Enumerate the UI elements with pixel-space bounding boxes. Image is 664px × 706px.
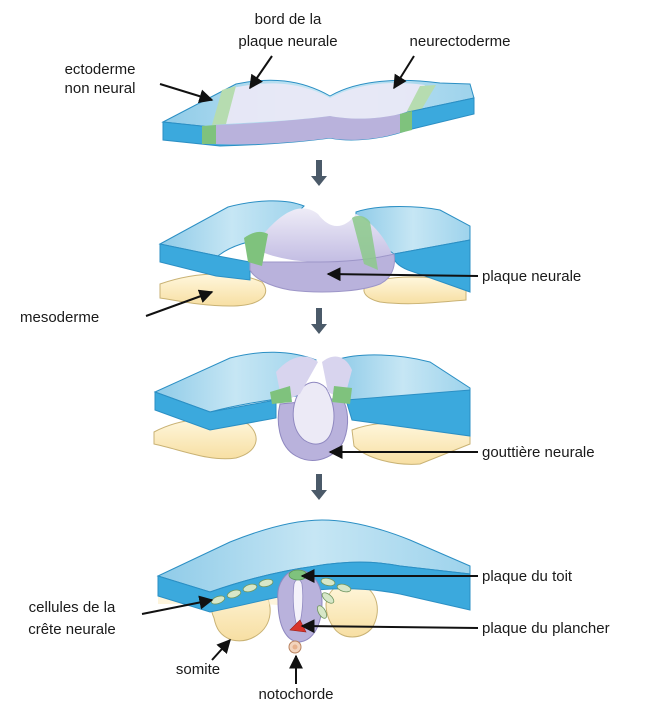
down-arrow-3 bbox=[311, 474, 327, 500]
stage4-somite-right bbox=[326, 582, 377, 637]
arrow-plancher bbox=[302, 626, 478, 628]
label-gouttiere: gouttière neurale bbox=[482, 444, 595, 461]
stage-1-neural-plate bbox=[163, 80, 474, 146]
stage3-border-right bbox=[332, 386, 352, 404]
stage-4-neural-tube bbox=[158, 520, 470, 653]
stage-3-neural-groove bbox=[154, 352, 470, 464]
label-notochorde: notochorde bbox=[258, 686, 333, 703]
label-crete-line1: cellules de la bbox=[29, 599, 116, 616]
label-ectoderm-line2: non neural bbox=[65, 80, 136, 97]
label-somite: somite bbox=[176, 661, 220, 678]
label-plaque-plancher: plaque du plancher bbox=[482, 620, 610, 637]
stage-2-neural-plate bbox=[160, 201, 470, 306]
label-border-line1: bord de la bbox=[255, 11, 322, 28]
down-arrow-1 bbox=[311, 160, 327, 186]
label-mesoderme: mesoderme bbox=[20, 309, 99, 326]
down-arrow-2 bbox=[311, 308, 327, 334]
label-border-line2: plaque neurale bbox=[238, 33, 337, 50]
stage4-notochord-core bbox=[293, 645, 298, 650]
arrow-ectoderm bbox=[160, 84, 212, 100]
label-ectoderm-line1: ectoderme bbox=[65, 61, 136, 78]
stage1-border-right-front bbox=[400, 111, 412, 133]
arrow-somite bbox=[212, 640, 230, 660]
label-neurectoderm: neurectoderme bbox=[410, 33, 511, 50]
stage2-border-left bbox=[244, 232, 268, 266]
stage1-border-left-front bbox=[202, 125, 216, 144]
label-plaque-neurale: plaque neurale bbox=[482, 268, 581, 285]
label-plaque-toit: plaque du toit bbox=[482, 568, 573, 585]
label-crete-line2: crête neurale bbox=[28, 621, 116, 638]
